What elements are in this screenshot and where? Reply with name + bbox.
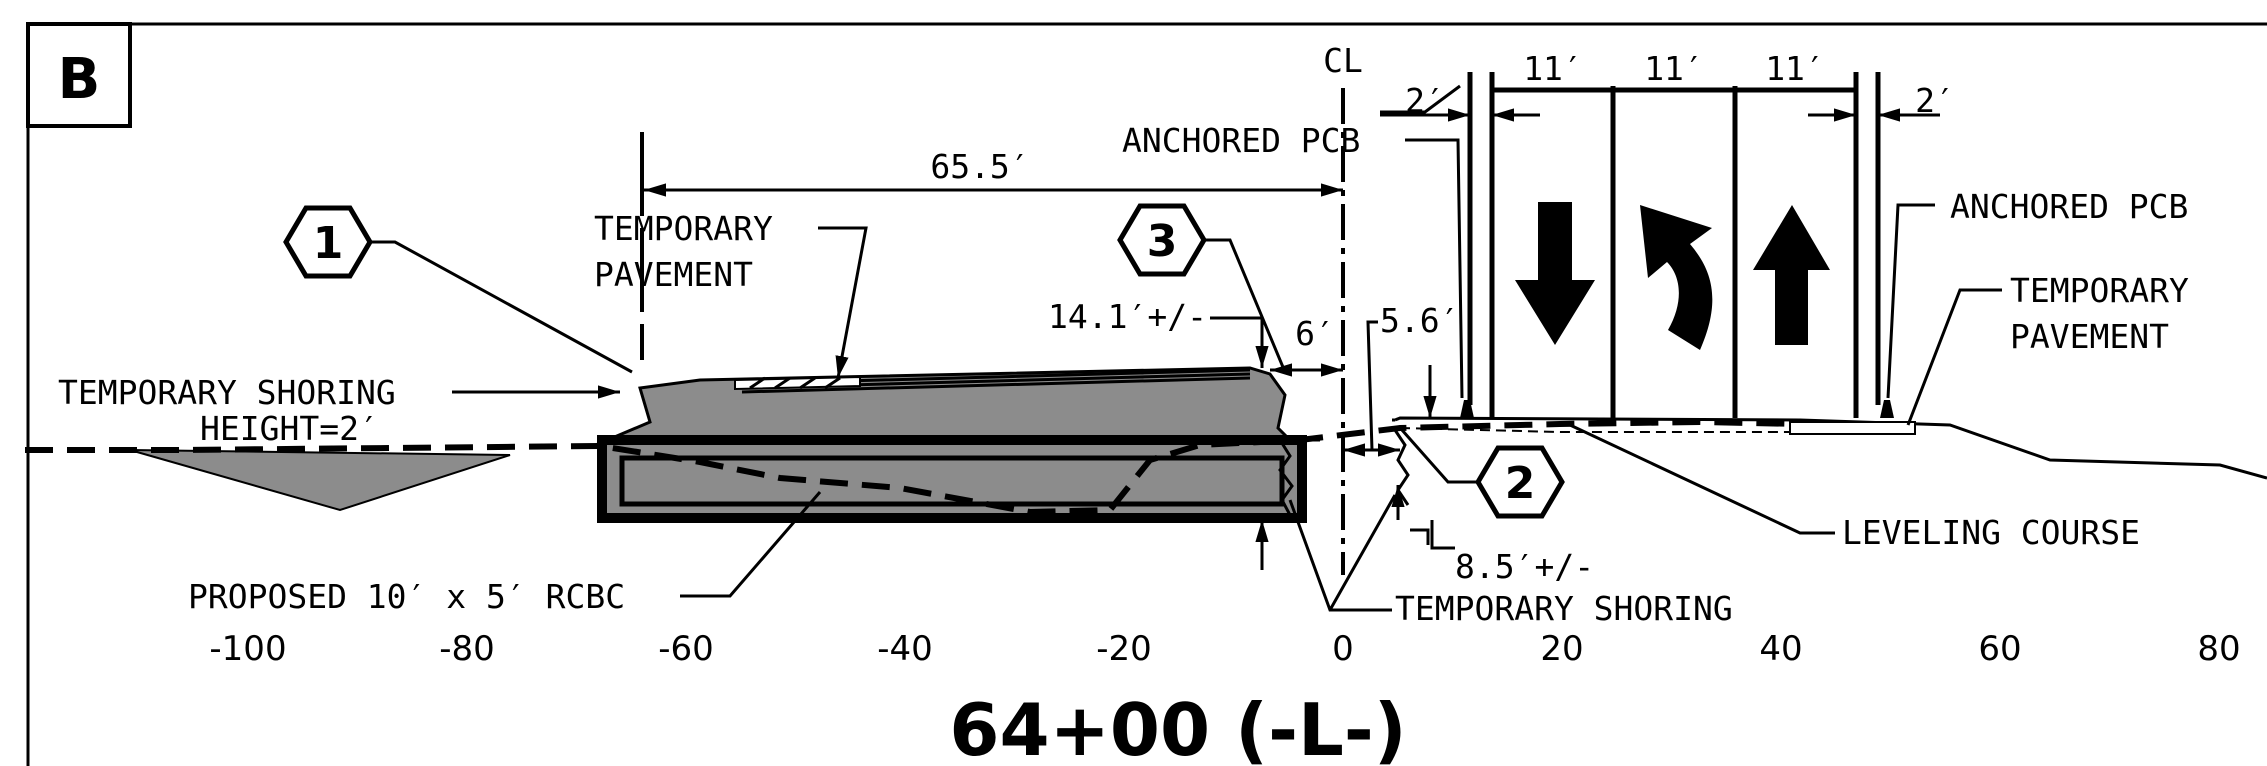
centerline-symbol: CL	[1323, 41, 1363, 80]
axis-tick: 20	[1540, 629, 1583, 669]
rcbc-box-inner	[619, 455, 1285, 507]
label-temp-shoring-bottom: TEMPORARY SHORING	[1395, 589, 1733, 628]
dim-lane-1: 11′	[1523, 49, 1583, 88]
temporary-pavement-right	[1789, 421, 1916, 435]
section-title: 64+00 (-L-)	[949, 688, 1406, 766]
callout-1: 1	[313, 218, 344, 269]
axis-tick: 60	[1978, 629, 2021, 669]
axis-tick: -20	[1096, 629, 1152, 669]
dim-shoulder-right: 2′	[1915, 81, 1955, 120]
dim-6: 6′	[1295, 314, 1335, 353]
arrow-up-icon	[1753, 205, 1830, 345]
callout-2: 2	[1505, 458, 1536, 509]
turn-arrow-icon	[1640, 205, 1713, 350]
temporary-shoring-center	[1278, 439, 1294, 516]
existing-ground-line	[25, 418, 1801, 516]
axis-tick: -60	[658, 629, 714, 669]
dim-65-5: 65.5′	[930, 147, 1029, 186]
dim-5-6: 5.6′	[1380, 301, 1459, 340]
label-temp-pavement-left-2: PAVEMENT	[594, 255, 753, 294]
station-axis: -100 -80 -60 -40 -20 0 20 40 60 80	[209, 629, 2240, 669]
lane-lines	[1467, 72, 1881, 418]
label-shoring-height: HEIGHT=2′	[200, 409, 379, 448]
axis-tick: -100	[209, 629, 286, 669]
axis-tick: 0	[1332, 629, 1354, 669]
label-temp-shoring-left: TEMPORARY SHORING	[58, 373, 396, 412]
dim-14-1: 14.1′+/-	[1048, 297, 1207, 336]
axis-tick: -80	[439, 629, 495, 669]
label-temp-pavement-right-1: TEMPORARY	[2010, 271, 2189, 310]
dim-lane-3: 11′	[1765, 49, 1825, 88]
arrow-down-icon	[1515, 202, 1595, 345]
label-leveling-course: LEVELING COURSE	[1842, 513, 2140, 552]
panel-label-box	[26, 22, 132, 128]
axis-tick: -40	[877, 629, 933, 669]
hexagon-callout-icon	[1475, 445, 1565, 519]
axis-tick: 80	[2197, 629, 2240, 669]
pcb-right	[1880, 400, 1894, 418]
label-temp-pavement-left-1: TEMPORARY	[594, 209, 773, 248]
roadway-profile	[1394, 416, 2267, 480]
dim-lane-2: 11′	[1644, 49, 1704, 88]
left-fill-wedge	[129, 449, 511, 512]
label-anchored-pcb-right: ANCHORED PCB	[1950, 187, 2188, 226]
label-anchored-pcb-left: ANCHORED PCB	[1122, 121, 1360, 160]
label-proposed-rcbc: PROPOSED 10′ x 5′ RCBC	[188, 577, 625, 616]
axis-tick: 40	[1759, 629, 1802, 669]
label-temp-pavement-right-2: PAVEMENT	[2010, 317, 2169, 356]
dim-8-5: 8.5′+/-	[1455, 547, 1594, 586]
callout-3: 3	[1147, 216, 1178, 267]
panel-label: B	[58, 47, 101, 112]
